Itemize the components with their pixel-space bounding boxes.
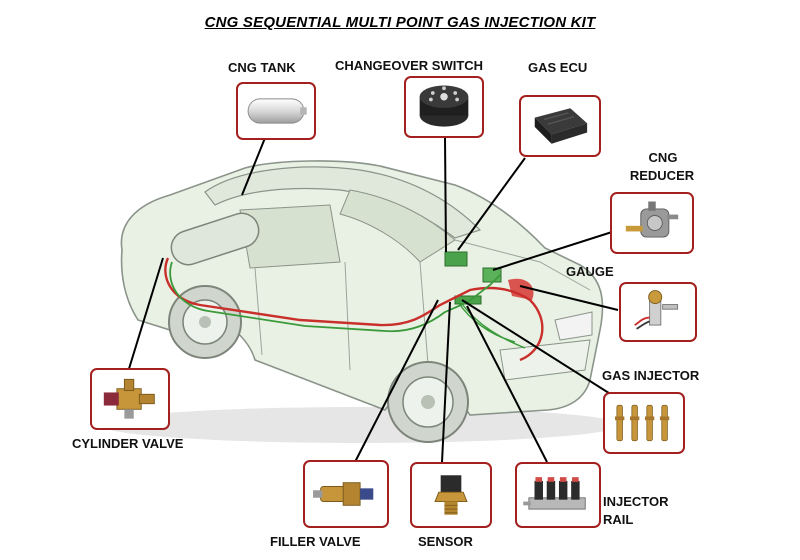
reducer-in-car	[482, 267, 502, 283]
changeover-switch-icon	[419, 85, 469, 127]
car-grille	[499, 339, 591, 381]
box-filler-valve	[303, 460, 389, 528]
leader-filler-valve	[354, 299, 439, 463]
label-injector-rail-line2: RAIL	[603, 512, 634, 527]
leader-cng-tank	[241, 137, 266, 196]
leader-injector-rail	[466, 305, 548, 463]
leader-cylinder-valve	[127, 257, 164, 373]
box-cng-reducer	[610, 192, 694, 254]
label-gas-injector: GAS INJECTOR	[602, 368, 700, 383]
leader-gas-injector	[461, 299, 613, 396]
car-roof	[204, 166, 482, 239]
leader-cng-reducer	[492, 231, 613, 271]
label-sensor: SENSOR	[418, 534, 473, 549]
box-cng-tank	[236, 82, 316, 140]
gauge-icon	[634, 290, 679, 330]
label-cng-reducer-line1: CNG	[648, 150, 678, 165]
ecu-in-car	[444, 251, 468, 267]
label-cylinder-valve: CYLINDER VALVE	[72, 436, 184, 451]
front-wheel	[387, 361, 469, 443]
sensor-icon	[434, 475, 468, 515]
injector-rail-icon	[523, 477, 586, 510]
leader-changeover-switch	[444, 137, 447, 253]
cng-reducer-icon	[625, 201, 679, 238]
label-gauge: GAUGE	[566, 264, 614, 279]
cng-tank-in-car	[170, 212, 260, 266]
car-side-window	[239, 204, 341, 269]
label-cng-reducer-line2: REDUCER	[629, 168, 695, 183]
box-gas-ecu	[519, 95, 601, 157]
box-cylinder-valve	[90, 368, 170, 430]
gas-injector-icon	[615, 404, 670, 442]
wire-harness-green	[169, 261, 501, 333]
car-bonnet-line	[454, 239, 591, 291]
gas-ecu-icon	[534, 108, 588, 144]
diagram-title: CNG SEQUENTIAL MULTI POINT GAS INJECTION…	[204, 14, 596, 31]
box-gauge	[619, 282, 697, 342]
label-cng-tank: CNG TANK	[228, 60, 296, 75]
box-changeover-switch	[404, 76, 484, 138]
box-sensor	[410, 462, 492, 528]
injector-in-car	[508, 278, 534, 300]
label-filler-valve: FILLER VALVE	[270, 534, 361, 549]
leader-sensor	[441, 301, 451, 463]
label-changeover-switch: CHANGEOVER SWITCH	[335, 58, 484, 73]
box-injector-rail	[515, 462, 601, 528]
filler-valve-icon	[313, 482, 374, 506]
box-gas-injector	[603, 392, 685, 454]
label-gas-ecu: GAS ECU	[528, 60, 588, 75]
car-windshield	[339, 189, 456, 263]
wire-harness-green-2	[457, 301, 526, 349]
label-injector-rail-line1: INJECTOR	[603, 494, 669, 509]
car-headlight	[554, 311, 593, 341]
cng-tank-icon	[247, 98, 307, 124]
leader-lines	[127, 137, 619, 463]
leader-gauge	[519, 285, 619, 311]
leader-gas-ecu	[457, 157, 526, 251]
car-shadow	[100, 407, 620, 443]
cylinder-valve-icon	[103, 378, 155, 419]
